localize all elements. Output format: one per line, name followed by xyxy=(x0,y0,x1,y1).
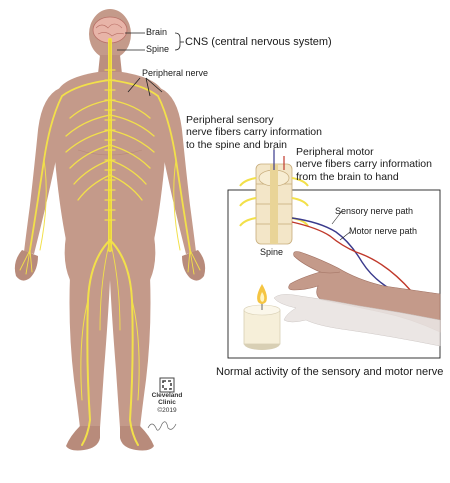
inset-spine-label: Spine xyxy=(260,247,284,257)
nerve-network xyxy=(19,38,201,446)
inset-caption: Normal activity of the sensory and motor… xyxy=(216,366,444,378)
spine-label: Spine xyxy=(146,44,170,54)
callout-lines xyxy=(117,32,285,170)
sensory-path-label: Sensory nerve path xyxy=(335,206,414,216)
cns-label: CNS (central nervous system) xyxy=(185,36,332,48)
sensory-motor-inset xyxy=(227,150,441,359)
credit-name: Cleveland Clinic xyxy=(151,392,183,407)
artist-signature xyxy=(147,421,177,431)
motor-path-label: Motor nerve path xyxy=(349,226,418,236)
arm-and-hand xyxy=(273,251,441,347)
credit-year: ©2019 xyxy=(157,406,177,414)
motor-fibers-label: Peripheral motor nerve fibers carry info… xyxy=(296,146,432,183)
credit-block: Cleveland Clinic ©2019 xyxy=(147,392,187,414)
peripheral-nerve-label: Peripheral nerve xyxy=(142,68,209,78)
cleveland-clinic-logo-icon xyxy=(159,377,175,393)
sensory-nerve-path-line xyxy=(291,217,405,297)
spine-cross-section xyxy=(239,150,309,245)
sensory-fibers-label: Peripheral sensory nerve fibers carry in… xyxy=(186,114,322,151)
brain-label: Brain xyxy=(146,27,168,37)
motor-nerve-path-line xyxy=(291,221,413,293)
candle-icon xyxy=(243,284,281,350)
